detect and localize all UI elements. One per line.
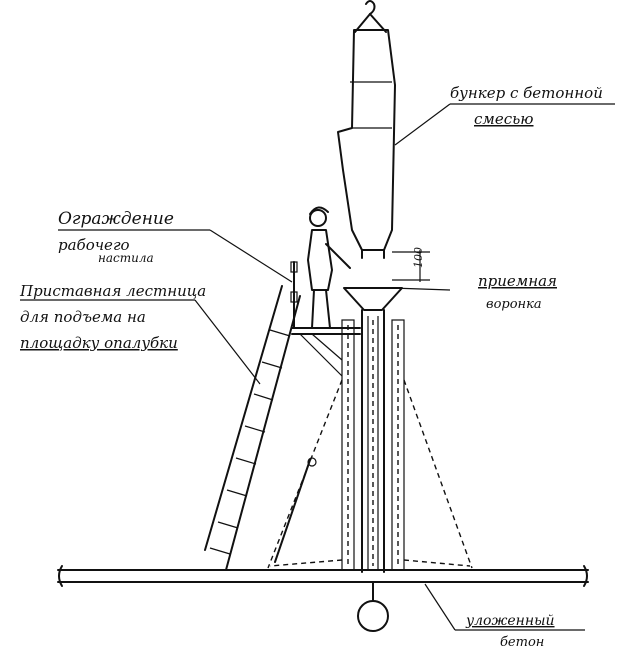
label-railing-line2: рабочего [58, 236, 130, 254]
label-hopper-line2: смесью [474, 110, 534, 128]
label-concrete-line2: бетон [500, 635, 544, 650]
label-railing-line1: Ограждение [58, 209, 174, 229]
crane-hook [354, 0, 387, 33]
label-ladder: Приставная лестница для подъема на площа… [19, 282, 206, 352]
label-ladder-line1: Приставная лестница [19, 282, 206, 300]
leader-lines [20, 103, 615, 631]
label-ladder-line3: площадку опалубки [20, 334, 178, 352]
label-hopper-line1: бункер с бетонной [450, 84, 603, 102]
tremie-pipe [361, 309, 385, 573]
label-funnel-line2: воронка [486, 297, 542, 312]
label-concrete-line1: уложенный [465, 613, 555, 629]
ground-slab [57, 565, 589, 587]
concrete-hopper [337, 29, 396, 259]
label-railing: Ограждение рабочего настила [58, 209, 174, 265]
label-ladder-line2: для подъема на [20, 308, 146, 326]
label-hopper: бункер с бетонной смесью [450, 84, 603, 128]
label-railing-line3: настила [98, 251, 154, 265]
label-concrete: уложенный бетон [465, 613, 555, 650]
worker-figure [307, 206, 351, 329]
label-funnel-line1: приемная [478, 272, 557, 290]
dimension-mark: 100 [392, 247, 430, 282]
ladder [204, 285, 301, 571]
label-funnel: приемная воронка [478, 272, 557, 312]
bracing [267, 379, 473, 569]
working-platform [291, 327, 361, 377]
receiving-funnel [343, 287, 451, 311]
dimension-label: 100 [412, 247, 425, 268]
anchor-ring [357, 581, 389, 632]
